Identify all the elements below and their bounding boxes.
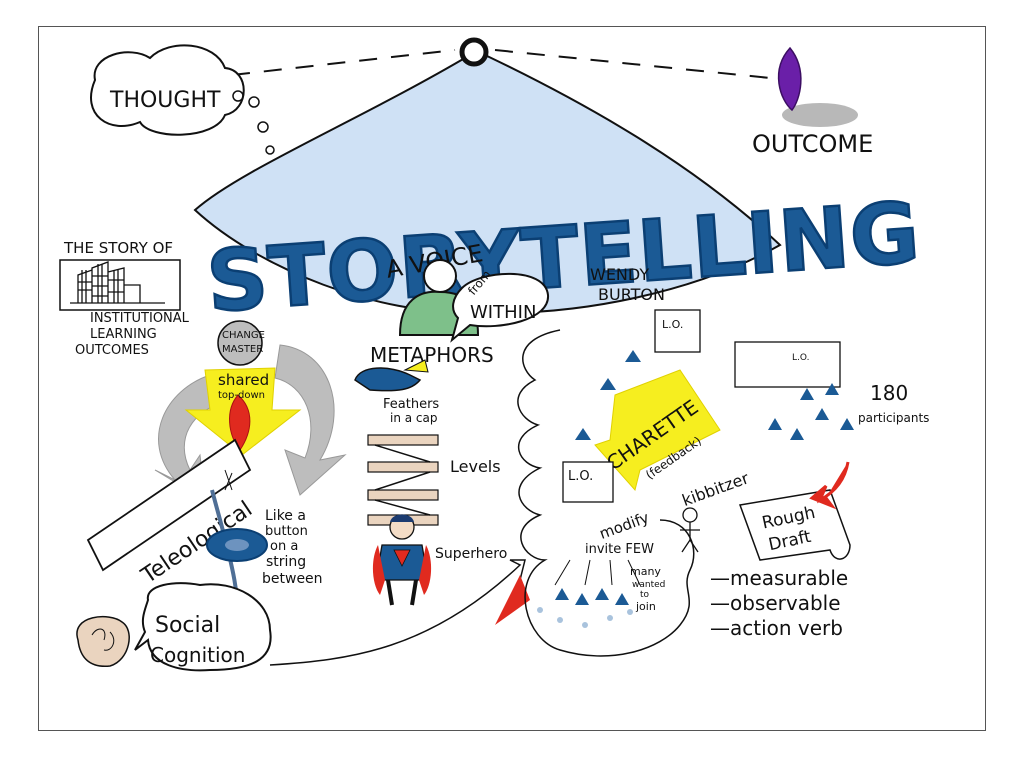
kibbitzer-body bbox=[680, 522, 700, 553]
location-pin-icon bbox=[777, 46, 802, 112]
connector-line bbox=[269, 559, 526, 666]
story-of-heading: THE STORY OF bbox=[63, 239, 173, 257]
metaphors-heading: METAPHORS bbox=[370, 343, 494, 367]
levels-icon bbox=[367, 434, 439, 526]
feathers-label: Feathers bbox=[383, 397, 439, 412]
button-center bbox=[225, 539, 249, 551]
cap-icon bbox=[354, 367, 422, 392]
button-note-1: Like a bbox=[265, 508, 306, 524]
dashed-line bbox=[231, 49, 771, 79]
participants-crowd-icon bbox=[768, 383, 854, 440]
change-master-line-2: MASTER bbox=[222, 344, 263, 355]
hanging-ring-icon bbox=[459, 37, 489, 67]
speech-bubble-icon bbox=[450, 272, 550, 343]
rough-draft-paper bbox=[738, 489, 851, 561]
change-master-line-1: CHANGE bbox=[222, 330, 265, 341]
author-last-name: BURTON bbox=[598, 285, 665, 304]
invite-lines bbox=[554, 559, 641, 586]
to-label: to bbox=[640, 590, 650, 600]
thought-label: THOUGHT bbox=[109, 88, 221, 113]
many-label: many bbox=[630, 565, 661, 578]
kibbitzer-person-icon bbox=[682, 507, 698, 523]
process-loop-line bbox=[517, 329, 695, 657]
story-line-2: LEARNING bbox=[90, 327, 157, 342]
curved-arrow-right-icon bbox=[274, 344, 347, 496]
story-line-1: INSTITUTIONAL bbox=[90, 311, 190, 326]
criterion-action-verb: —action verb bbox=[710, 616, 843, 640]
lo-note-bottom-label: L.O. bbox=[568, 469, 593, 484]
author-first-name: WENDY bbox=[590, 265, 649, 284]
brain-icon bbox=[76, 616, 130, 667]
shared-label: shared bbox=[218, 371, 269, 389]
red-curve-arrow-icon bbox=[809, 461, 850, 510]
thought-bubble-icon bbox=[257, 121, 269, 133]
red-arrow-icon bbox=[495, 575, 530, 625]
lo-note-top-label: L.O. bbox=[662, 318, 683, 331]
lo-note-top bbox=[654, 309, 701, 353]
outcome-label: OUTCOME bbox=[752, 130, 873, 158]
within-label: WITHIN bbox=[470, 302, 536, 323]
thought-cloud-icon bbox=[90, 44, 245, 136]
brain-fold bbox=[91, 628, 115, 651]
arrow-up-icon bbox=[224, 469, 233, 491]
in-a-cap-label: in a cap bbox=[390, 411, 438, 425]
button-note-4: string bbox=[266, 554, 306, 570]
crowd-dots bbox=[537, 607, 633, 628]
superhero-label: Superhero bbox=[435, 546, 507, 562]
thought-bubble-icon bbox=[232, 90, 244, 102]
criterion-measurable: —measurable bbox=[710, 566, 848, 590]
thought-bubble-icon bbox=[248, 96, 260, 108]
canvas-frame bbox=[38, 26, 986, 731]
social-label: Social bbox=[155, 613, 220, 638]
invite-few-label: invite FEW bbox=[585, 542, 654, 557]
levels-label: Levels bbox=[450, 457, 501, 476]
thought-bubble-icon bbox=[265, 145, 275, 155]
story-line-3: OUTCOMES bbox=[75, 343, 149, 358]
cognition-label: Cognition bbox=[150, 643, 245, 667]
button-note-5: between bbox=[262, 571, 323, 587]
pin-shadow bbox=[782, 103, 858, 127]
board-lo-label: L.O. bbox=[792, 353, 809, 363]
participants-label: participants bbox=[858, 411, 929, 425]
lo-note-bottom bbox=[562, 461, 614, 503]
people-group-icon bbox=[575, 350, 641, 440]
wanted-label: wanted bbox=[632, 580, 665, 590]
social-cognition-bubble bbox=[134, 582, 272, 672]
top-down-label: top-down bbox=[218, 390, 265, 401]
charette-arrow-icon bbox=[594, 369, 721, 492]
building-icon bbox=[70, 261, 165, 304]
button-note-3: on a bbox=[270, 539, 298, 554]
invitee-group-icon bbox=[555, 588, 629, 605]
criterion-observable: —observable bbox=[710, 591, 841, 615]
teleological-banner bbox=[86, 438, 252, 572]
feather-icon bbox=[403, 359, 429, 373]
modify-label: modify bbox=[597, 508, 652, 543]
superhero-icon bbox=[372, 514, 432, 606]
kibbitzer-label: kibbitzer bbox=[679, 468, 751, 510]
join-label: join bbox=[635, 600, 656, 613]
button-note-2: button bbox=[265, 524, 308, 539]
change-master-circle bbox=[217, 320, 263, 366]
participants-board bbox=[734, 341, 841, 388]
participants-count: 180 bbox=[870, 381, 908, 405]
person-head-icon bbox=[423, 259, 457, 293]
